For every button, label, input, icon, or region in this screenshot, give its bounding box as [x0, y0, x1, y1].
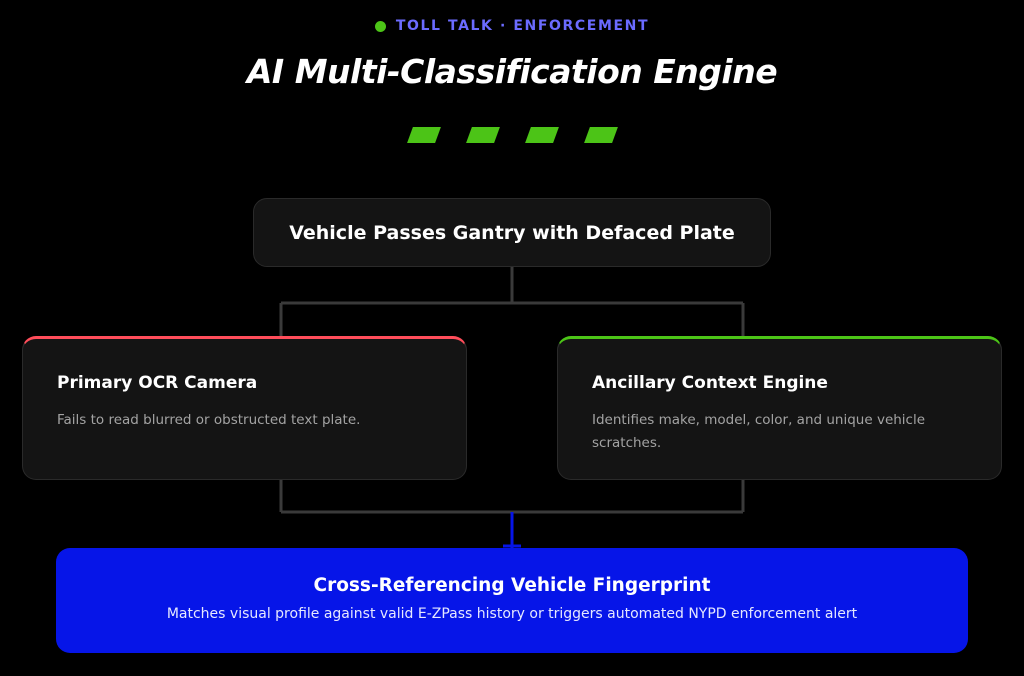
eyebrow: TOLL TALK · ENFORCEMENT	[0, 18, 1024, 34]
start-node: Vehicle Passes Gantry with Defaced Plate	[253, 198, 771, 267]
branch-primary-ocr: Primary OCR Camera Fails to read blurred…	[22, 336, 467, 480]
eyebrow-text: TOLL TALK · ENFORCEMENT	[395, 18, 650, 34]
result-heading: Cross-Referencing Vehicle Fingerprint	[313, 575, 711, 596]
page-title: AI Multi-Classification Engine	[246, 52, 778, 91]
result-description: Matches visual profile against valid E-Z…	[166, 606, 858, 622]
branch-ancillary-context: Ancillary Context Engine Identifies make…	[557, 336, 1002, 480]
branch-description: Identifies make, model, color, and uniqu…	[592, 412, 926, 451]
result-node: Cross-Referencing Vehicle Fingerprint Ma…	[56, 548, 968, 653]
status-dot-icon	[374, 20, 386, 32]
branch-description: Fails to read blurred or obstructed text…	[57, 412, 361, 428]
branch-heading: Primary OCR Camera	[57, 373, 258, 393]
branch-heading: Ancillary Context Engine	[592, 373, 828, 393]
start-node-label: Vehicle Passes Gantry with Defaced Plate	[289, 221, 735, 244]
